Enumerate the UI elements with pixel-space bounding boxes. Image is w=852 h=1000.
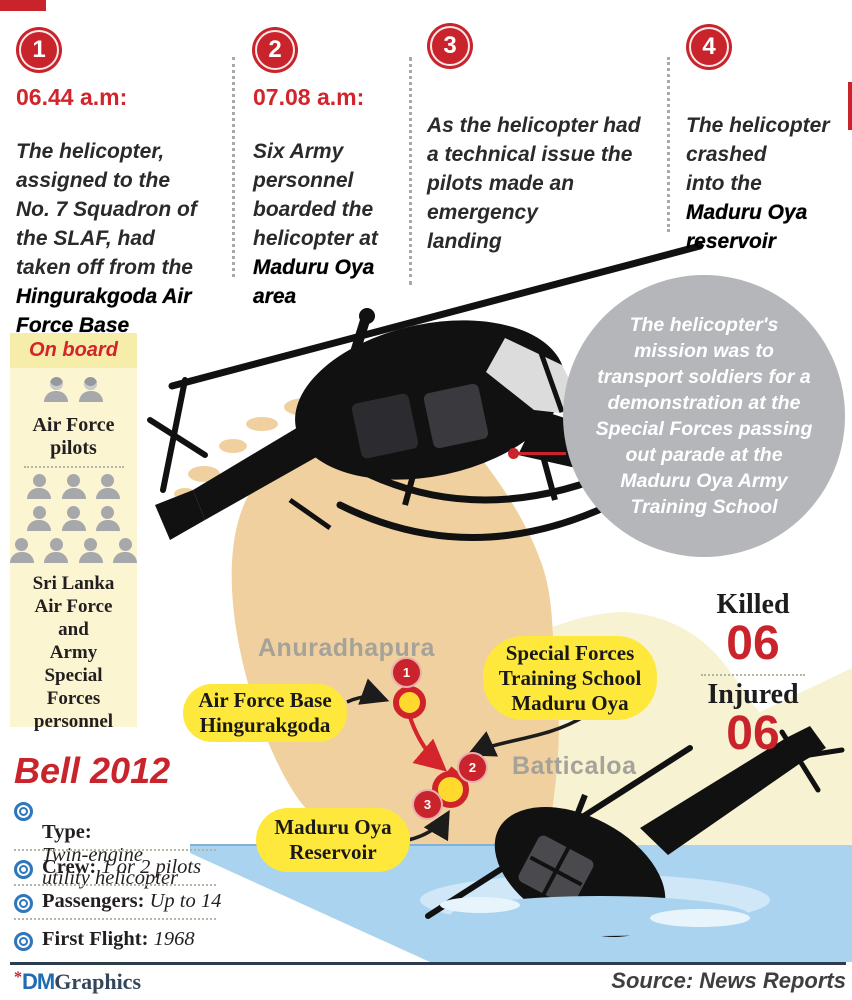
- pilot-icon: [43, 377, 69, 404]
- person-icon: [112, 538, 138, 565]
- timeline-step-1-text: The helicopter, assigned to the No. 7 Sq…: [16, 108, 197, 369]
- bullet-icon: [14, 860, 33, 879]
- timeline-step-2-text: Six Army personnel boarded the helicopte…: [253, 108, 378, 340]
- callout-airbase: Air Force Base Hingurakgoda: [183, 684, 347, 742]
- map-marker-airbase: [393, 686, 426, 719]
- personnel-icons-row-1: [10, 474, 137, 506]
- casualties-panel: Killed 06 Injured 06: [688, 590, 818, 758]
- right-edge-red-accent: [848, 82, 852, 130]
- timeline-step-4-body: The helicopter crashed into the: [686, 114, 830, 195]
- timeline-step-1-bold: Hingurakgoda Air Force Base: [16, 285, 192, 337]
- top-red-accent-bar: [0, 0, 46, 11]
- map-badge-3: 3: [414, 791, 441, 818]
- region-label-batticaloa: Batticaloa: [512, 752, 637, 780]
- timeline-step-3-digit: 3: [430, 26, 470, 66]
- onboard-panel-header: On board: [10, 333, 137, 368]
- bullet-icon: [14, 894, 33, 913]
- bullet-icon: [14, 802, 33, 821]
- credit: *DMGraphics: [14, 969, 141, 995]
- person-icon: [9, 538, 35, 565]
- killed-label: Killed: [716, 589, 790, 620]
- mission-circle: The helicopter's mission was to transpor…: [563, 275, 845, 557]
- timeline-step-1-body: The helicopter, assigned to the No. 7 Sq…: [16, 140, 197, 279]
- onboard-divider: [24, 466, 124, 468]
- pilots-label: Air Force pilots: [32, 414, 115, 459]
- timeline-step-2-time: 07.08 a.m:: [253, 84, 365, 110]
- callout-reservoir: Maduru Oya Reservoir: [256, 808, 410, 872]
- spec-label: Crew:: [42, 856, 97, 878]
- timeline-step-3-body: As the helicopter had a technical issue …: [427, 114, 641, 253]
- pointer-line: [516, 452, 566, 455]
- killed-value: 06: [726, 617, 780, 670]
- person-icon: [78, 538, 104, 565]
- timeline-step-1-number: 1: [16, 27, 62, 73]
- pointer-dot: [508, 448, 519, 459]
- timeline-step-3-number: 3: [427, 23, 473, 69]
- timeline-separator-3: [667, 57, 670, 232]
- pilot-icon: [78, 377, 104, 404]
- map-badge-1: 1: [393, 659, 420, 686]
- specs-divider: [14, 918, 216, 920]
- spec-value: 1 or 2 pilots: [101, 856, 202, 878]
- spec-label: Passengers:: [42, 890, 145, 912]
- timeline-step-1-time: 06.44 a.m:: [16, 84, 128, 110]
- credit-asterisk: *: [14, 969, 22, 986]
- casualties-divider: [701, 674, 805, 676]
- personnel-icons-row-3: [6, 538, 141, 570]
- map-badge-2: 2: [459, 754, 486, 781]
- spec-item-crew: Crew: 1 or 2 pilots: [14, 856, 229, 879]
- person-icon: [43, 538, 69, 565]
- timeline-separator-1: [232, 57, 235, 277]
- specs-divider: [14, 849, 216, 851]
- footer-divider-line: [10, 962, 846, 965]
- timeline-step-2-number: 2: [252, 27, 298, 73]
- timeline-step-2-bold: Maduru Oya area: [253, 256, 375, 308]
- person-icon: [95, 506, 121, 533]
- credit-dm: DM: [22, 969, 55, 994]
- timeline-step-2-digit: 2: [255, 30, 295, 70]
- spec-item-passengers: Passengers: Up to 14: [14, 890, 229, 913]
- timeline-step-1-digit: 1: [19, 30, 59, 70]
- timeline-step-4-bold: Maduru Oya reservoir: [686, 201, 808, 253]
- spec-label: First Flight:: [42, 928, 149, 950]
- spec-item-type: Type: Twin-engine utility helicopter: [14, 798, 229, 890]
- person-icon: [95, 474, 121, 501]
- timeline-step-2-body: Six Army personnel boarded the helicopte…: [253, 140, 378, 250]
- crashed-helicopter-illustration: [420, 726, 845, 937]
- spec-value: 1968: [153, 928, 195, 950]
- specs-title: Bell 2012: [14, 750, 171, 791]
- timeline-step-4-digit: 4: [689, 27, 729, 67]
- personnel-icons-row-2: [10, 506, 137, 538]
- specs-divider: [14, 884, 216, 886]
- person-icon: [61, 474, 87, 501]
- injured-value: 06: [726, 707, 780, 760]
- timeline-step-4-number: 4: [686, 24, 732, 70]
- mission-text: The helicopter's mission was to transpor…: [595, 314, 813, 518]
- callout-training-school: Special Forces Training School Maduru Oy…: [483, 636, 657, 720]
- person-icon: [26, 506, 52, 533]
- region-label-anuradhapura: Anuradhapura: [258, 634, 435, 662]
- bullet-icon: [14, 932, 33, 951]
- source-note: Source: News Reports: [611, 968, 846, 993]
- injured-label: Injured: [707, 679, 799, 710]
- personnel-label: Sri Lanka Air Force and Army Special For…: [32, 573, 115, 732]
- person-icon: [26, 474, 52, 501]
- person-icon: [61, 506, 87, 533]
- helicopter-illustration: [147, 242, 704, 541]
- spec-value: Up to 14: [149, 890, 222, 912]
- timeline-step-3-text: As the helicopter had a technical issue …: [427, 82, 641, 256]
- spec-item-first-flight: First Flight: 1968: [14, 928, 229, 951]
- timeline-step-4-text: The helicopter crashed into the Maduru O…: [686, 82, 830, 285]
- spec-label: Type:: [42, 821, 92, 843]
- pilot-icons-row: [10, 377, 137, 409]
- credit-name: Graphics: [54, 969, 142, 994]
- timeline-separator-2: [409, 57, 412, 285]
